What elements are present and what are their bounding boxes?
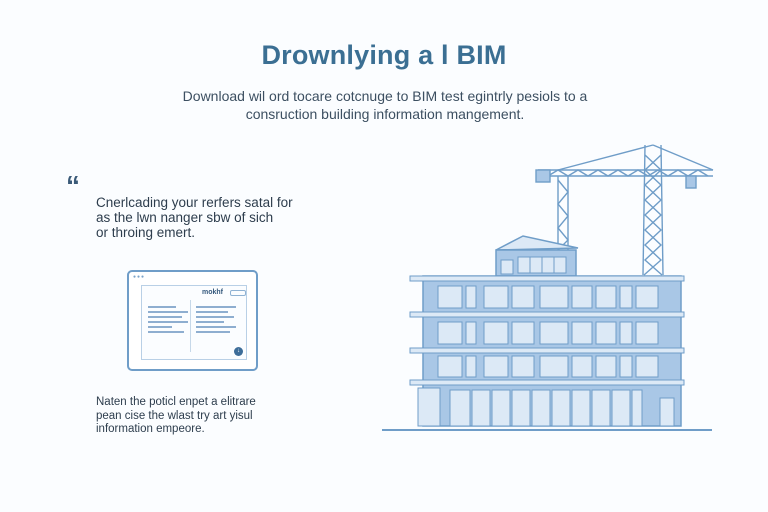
subtitle-line-2: consruction building information mangeme… <box>245 106 525 122</box>
note-line-1: Naten the poticl enpet a elitrare <box>96 396 256 408</box>
quote-text: Cnerlcading your rerfers satal for as th… <box>96 195 321 240</box>
download-badge-icon: ↓ <box>234 347 243 356</box>
quote-icon: “ <box>66 170 80 201</box>
window-text-column-left <box>148 306 188 336</box>
quote-line-3: or throing emert. <box>96 225 196 240</box>
note-line-3: information empeore. <box>96 423 205 435</box>
page-title: Drownlying a l BIM <box>261 40 507 70</box>
window-header-label: mokhf <box>202 289 223 296</box>
subtitle-line-1: Download wil ord tocare cotcnuge to BIM … <box>182 88 588 104</box>
window-text-column-right <box>196 306 236 336</box>
quote-line-2: as the lwn nanger sbw of sich <box>96 210 274 225</box>
note-line-2: pean cise the wlast try art yisul <box>96 409 253 422</box>
page-subtitle: Download wil ord tocare cotcnuge to BIM … <box>150 87 620 123</box>
window-search-icon <box>230 290 246 296</box>
window-preview-icon: ●●● mokhf ↓ <box>127 270 258 371</box>
building-illustration <box>382 144 714 431</box>
note-text: Naten the poticl enpet a elitrare pean c… <box>96 396 286 437</box>
crane-icon <box>535 144 714 276</box>
building-icon <box>382 235 712 431</box>
window-content: mokhf ↓ <box>141 285 247 360</box>
window-controls-icon: ●●● <box>133 274 146 280</box>
window-divider <box>190 300 191 352</box>
quote-line-1: Cnerlcading your rerfers satal for <box>96 195 293 210</box>
